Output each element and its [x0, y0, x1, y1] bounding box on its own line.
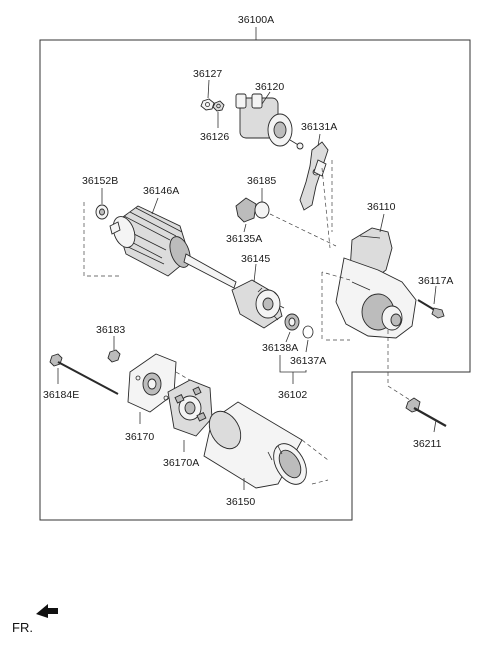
yoke-36150 [203, 401, 307, 489]
nut-36126 [212, 100, 225, 112]
lever-36131A [299, 141, 329, 211]
seal-36185 [254, 201, 270, 219]
label-36110: 36110 [367, 201, 396, 213]
label-36145: 36145 [241, 253, 270, 265]
label-36100A: 36100A [238, 14, 274, 26]
ring-36138A [284, 313, 300, 331]
leader-36135A [243, 223, 247, 233]
leader-36120 [261, 91, 271, 105]
label-36150: 36150 [226, 496, 255, 508]
guide-bolt-36211 [387, 330, 411, 401]
label-36120: 36120 [255, 81, 284, 93]
through-bolt-36184E [49, 353, 119, 395]
bolt-36117A [417, 299, 445, 319]
screw-36183 [107, 349, 121, 363]
holder-36135A [235, 197, 257, 223]
guide-housing-b [321, 271, 351, 281]
leader-36137A [305, 339, 309, 353]
leader-36110 [379, 213, 385, 233]
label-36131A: 36131A [301, 121, 337, 133]
bolt-36211 [405, 397, 447, 427]
leader-36138A [285, 331, 291, 343]
guide-lever [321, 167, 331, 249]
label-36137A: 36137A [290, 355, 326, 367]
leader-36131A [317, 133, 321, 147]
leader-36127 [207, 79, 210, 99]
label-36211: 36211 [413, 438, 442, 450]
pinion-36145 [231, 279, 285, 329]
label-36102: 36102 [278, 389, 307, 401]
label-36146A: 36146A [143, 185, 179, 197]
label-36126: 36126 [200, 131, 229, 143]
leader-36211 [433, 419, 437, 433]
guide-yoke [301, 439, 329, 461]
bracket-36102 [279, 355, 307, 384]
label-36135A: 36135A [226, 233, 262, 245]
solenoid-36120 [235, 93, 304, 150]
guide-seal [269, 213, 337, 247]
leader-36145 [253, 263, 257, 283]
label-36117A: 36117A [418, 275, 453, 287]
label-36185: 36185 [247, 175, 276, 187]
snap-ring-36137A [302, 325, 314, 339]
label-36183: 36183 [96, 324, 125, 336]
label-36184E: 36184E [43, 389, 79, 401]
label-36127: 36127 [193, 68, 222, 80]
front-housing-36110 [335, 227, 417, 339]
leader-36146A [151, 197, 159, 215]
guide-armature [83, 202, 120, 277]
label-36170: 36170 [125, 431, 154, 443]
label-36152B: 36152B [82, 175, 118, 187]
brush-holder-36170A [167, 379, 213, 437]
label-36138A: 36138A [262, 342, 298, 354]
nut-36127 [200, 98, 215, 111]
guide-yoke-b [311, 479, 329, 485]
assembly-frame [39, 39, 471, 521]
washer-36152B [95, 204, 109, 220]
armature-36146A [109, 205, 237, 289]
leader-36117A [433, 285, 437, 305]
rear-cover-36170 [127, 353, 177, 413]
guide-housing [321, 272, 350, 341]
orientation-label: FR. [12, 620, 33, 635]
label-36170A: 36170A [163, 457, 199, 469]
front-arrow-icon [36, 604, 58, 618]
